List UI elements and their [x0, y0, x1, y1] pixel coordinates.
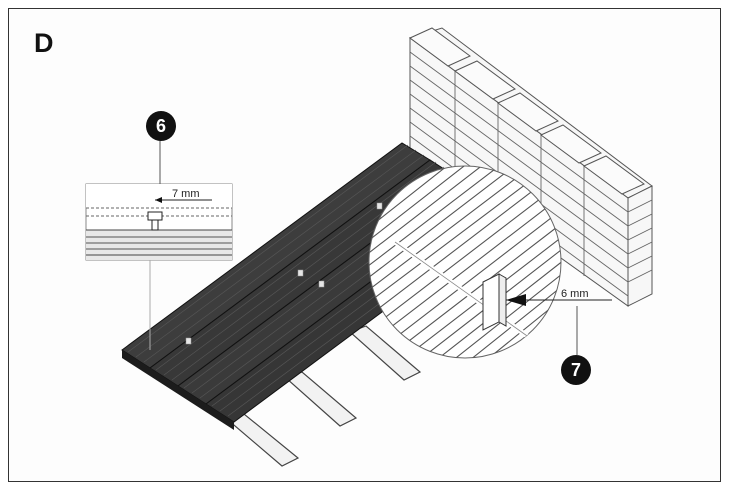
panel-letter: D	[34, 28, 54, 58]
joists	[226, 325, 422, 467]
dimension-label-7mm: 7 mm	[172, 188, 200, 200]
board-fronts	[122, 350, 234, 430]
spacer-block	[482, 273, 507, 331]
inset-detail	[85, 183, 233, 261]
brick-caps	[409, 27, 645, 195]
dimension-label-6mm: 6 mm	[561, 288, 589, 300]
joist-2	[284, 371, 358, 427]
callout-number-6: 6	[146, 111, 176, 141]
callout-number-7: 7	[561, 355, 591, 385]
magnifier	[368, 165, 612, 359]
wall-side	[627, 185, 653, 307]
brick-courses	[409, 51, 653, 297]
joist-1	[226, 413, 300, 467]
gap-arrow	[506, 294, 612, 306]
clips	[185, 202, 383, 345]
leader-6	[149, 140, 161, 350]
brick-wall	[408, 27, 653, 307]
